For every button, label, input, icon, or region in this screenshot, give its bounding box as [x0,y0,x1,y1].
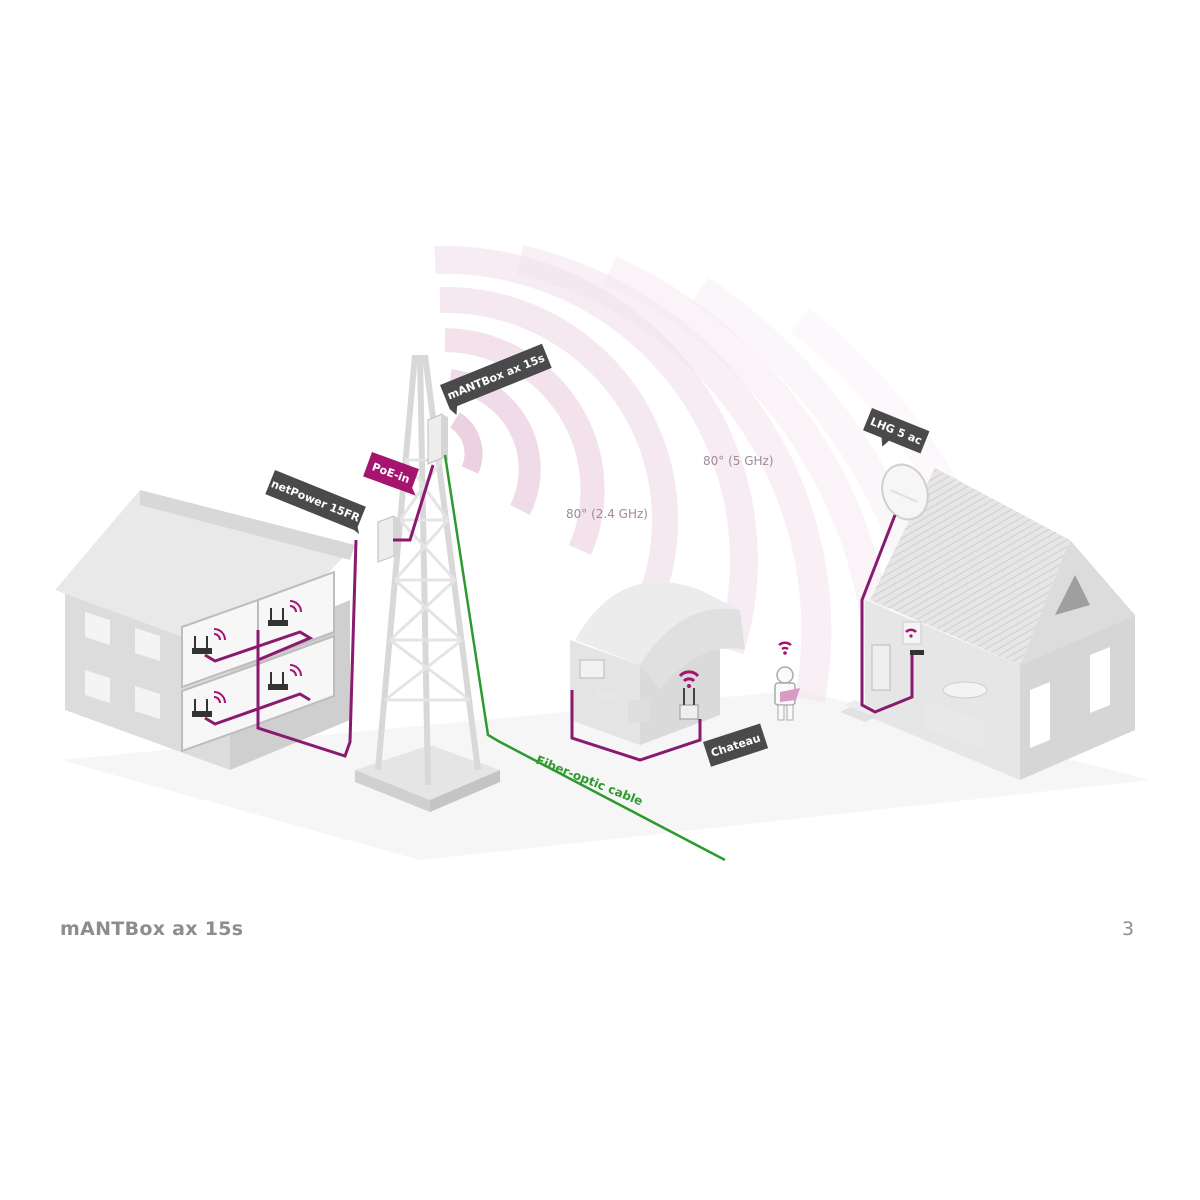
ground-shadow [60,690,1150,860]
footer-title: mANTBox ax 15s [60,918,244,940]
mantbox-device [427,413,448,465]
lhg-dish [881,463,929,521]
fiber-optic-cable [443,454,726,862]
netpower-device [377,515,400,563]
label-beam-24ghz: 80° (2.4 GHz) [566,507,648,521]
label-beam-5ghz: 80° (5 GHz) [703,454,774,468]
poe-cable [393,464,435,542]
ethernet-cable-apartment [204,539,358,758]
house [840,463,1135,780]
apartment-routers [192,600,302,717]
radio-tower [355,354,500,812]
apartment-building [55,490,355,770]
router-icon [268,664,302,690]
kiosk [570,581,745,762]
router-icon [268,600,302,626]
router-icon [192,691,226,717]
wireless-client-person [774,641,800,721]
page-number: 3 [1122,918,1135,940]
chateau-router [678,670,700,720]
label-chateau: Chateau [701,723,769,767]
house-router [902,621,924,655]
router-icon [192,628,226,654]
label-netpower: netPower 15FR [265,470,366,535]
